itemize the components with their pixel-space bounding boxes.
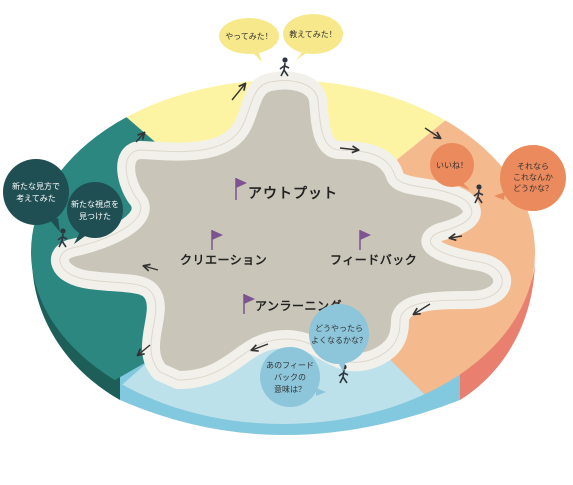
bubble-new-view-line1: 新たな見方で [12, 181, 60, 191]
quadrant-label-learning: アンラーニング [255, 298, 342, 313]
quadrant-label-creation: クリエーション [180, 253, 267, 267]
arrow-1 [231, 84, 245, 101]
quadrant-labels: アウトプット クリエーション フィードバック アンラーニング [180, 178, 417, 314]
flag-icon [243, 294, 255, 314]
bubble-how-about-line1: それなら [517, 162, 549, 171]
bubble-new-view-line2: 考えてみた [16, 194, 56, 203]
flag-icon [211, 230, 223, 250]
direction-arrows [135, 84, 463, 355]
bubble-tried-it-text: やってみた！ [225, 32, 273, 41]
arrow-7 [138, 344, 151, 355]
arrow-8 [144, 266, 159, 270]
bubble-how-to-improve-line2: よくなるかな？ [311, 336, 367, 345]
quadrant-label-output: アウトプット [248, 186, 338, 202]
bubble-nice: いいね！ [430, 143, 474, 190]
flag-icon [235, 178, 247, 200]
flag-icon [359, 230, 371, 250]
arrow-4 [450, 236, 463, 238]
bubble-taught-it-text: 教えてみた！ [289, 29, 337, 39]
arrow-2 [339, 148, 358, 150]
walkers [57, 57, 484, 384]
person-icon [473, 184, 484, 204]
arrow-5 [414, 303, 431, 314]
side-coral [460, 258, 535, 400]
bubble-new-perspective: 新たな視点を 見つけた [67, 182, 123, 244]
bubble-taught-it: 教えてみた！ [283, 14, 343, 60]
speech-bubbles: やってみた！ 教えてみた！ いいね！ それなら これなんか どうかな？ 新たな見… [3, 14, 566, 407]
bubble-how-about-line2: これなんか [513, 173, 553, 182]
bubble-new-view-thought: 新たな見方で 考えてみた [3, 159, 69, 232]
bubble-how-about: それなら これなんか どうかな？ [494, 145, 566, 211]
bubble-how-to-improve: どうやったら よくなるかな？ [309, 304, 369, 372]
bubble-new-perspective-line1: 新たな視点を [71, 199, 119, 209]
bubble-meaning-line1: あのフィード [266, 361, 314, 370]
person-icon [279, 57, 290, 77]
bubble-how-about-line3: どうかな？ [513, 184, 553, 193]
bubble-meaning-line3: 意味は？ [274, 384, 306, 394]
person-icon [57, 228, 68, 248]
winding-path [51, 71, 512, 389]
arrow-3 [424, 127, 440, 138]
bubble-meaning: あのフィード バックの 意味は？ [260, 347, 326, 407]
arrow-9 [135, 133, 144, 143]
bubble-new-perspective-line2: 見つけた [79, 212, 111, 221]
bubble-how-to-improve-line1: どうやったら [315, 324, 363, 333]
quadrant-label-feedback: フィードバック [330, 253, 417, 267]
arrow-6 [252, 343, 269, 350]
bubble-nice-text: いいね！ [436, 161, 468, 170]
bubble-meaning-line2: バックの [274, 373, 306, 382]
bubble-tried-it: やってみた！ [219, 18, 279, 62]
